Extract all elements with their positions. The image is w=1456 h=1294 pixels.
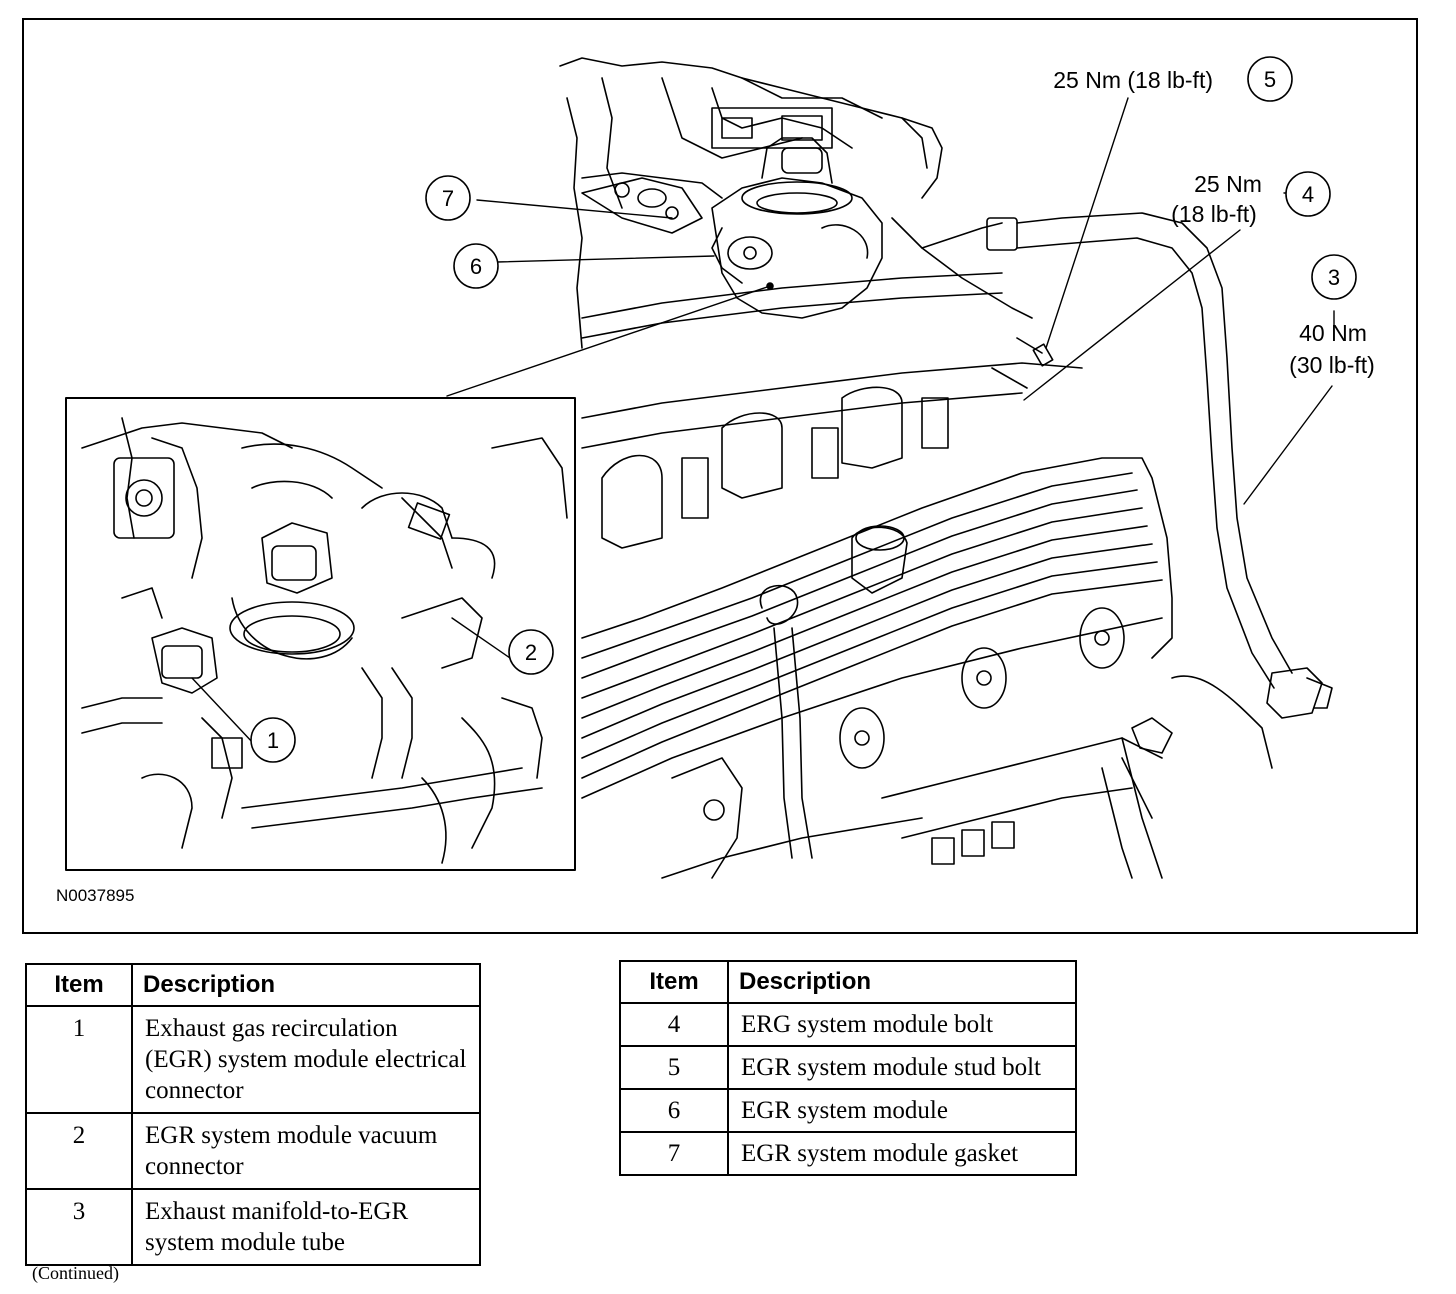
table-row: 5 EGR system module stud bolt <box>619 1045 1077 1090</box>
item-description: EGR system module stud bolt <box>727 1045 1077 1090</box>
leader-3 <box>1243 385 1333 505</box>
callout-3: 3 <box>1311 254 1357 300</box>
callout-5: 5 <box>1247 56 1293 102</box>
torque-label-3-line1: 40 Nm <box>1299 320 1367 346</box>
egr-engine-illustration: 7 6 5 4 3 2 1 25 Nm (18 lb-ft) 25 Nm (18… <box>65 56 1375 879</box>
leader-2 <box>451 617 511 659</box>
table-row: 1 Exhaust gas recirculation (EGR) system… <box>25 1005 481 1114</box>
header-description: Description <box>727 960 1077 1004</box>
item-table-right: Item Description 4 ERG system module bol… <box>619 960 1077 1176</box>
item-description: Exhaust manifold-to-EGR system module tu… <box>131 1188 481 1266</box>
leader-7 <box>476 199 673 219</box>
item-description: EGR system module vacuum connector <box>131 1112 481 1190</box>
figure-id: N0037895 <box>56 886 135 905</box>
table-row: 6 EGR system module <box>619 1088 1077 1133</box>
item-number: 3 <box>25 1188 133 1266</box>
engine-line-art <box>559 57 1333 879</box>
callout-4: 4 <box>1285 171 1331 217</box>
torque-label-5: 25 Nm (18 lb-ft) <box>1053 67 1213 93</box>
figure-frame <box>22 18 1418 934</box>
callout-1-number: 1 <box>267 728 279 753</box>
callout-6: 6 <box>453 243 499 289</box>
callout-2-number: 2 <box>525 640 537 665</box>
leader-6 <box>496 255 715 263</box>
item-number: 7 <box>619 1131 729 1176</box>
torque-label-4-line2: (18 lb-ft) <box>1171 201 1257 227</box>
callout-2: 2 <box>508 629 554 675</box>
header-item: Item <box>25 963 133 1007</box>
table-row: 7 EGR system module gasket <box>619 1131 1077 1176</box>
item-description: ERG system module bolt <box>727 1002 1077 1047</box>
table-row: 3 Exhaust manifold-to-EGR system module … <box>25 1188 481 1266</box>
header-item: Item <box>619 960 729 1004</box>
item-number: 1 <box>25 1005 133 1114</box>
item-description: Exhaust gas recirculation (EGR) system m… <box>131 1005 481 1114</box>
callout-7: 7 <box>425 175 471 221</box>
inset-detail <box>65 397 576 871</box>
callout-3-number: 3 <box>1328 265 1340 290</box>
leader-lines <box>191 97 1335 745</box>
item-number: 2 <box>25 1112 133 1190</box>
continued-note: (Continued) <box>32 1263 119 1283</box>
leader-1 <box>191 677 255 745</box>
callout-6-number: 6 <box>470 254 482 279</box>
torque-label-4-line1: 25 Nm <box>1194 171 1262 197</box>
table-header-row: Item Description <box>25 963 481 1007</box>
table-row: 2 EGR system module vacuum connector <box>25 1112 481 1190</box>
leader-4 <box>1023 229 1241 401</box>
inset-pointer-dot <box>766 282 774 290</box>
header-description: Description <box>131 963 481 1007</box>
item-number: 5 <box>619 1045 729 1090</box>
callout-1: 1 <box>250 717 296 763</box>
leader-5 <box>1045 97 1129 349</box>
inset-pointer-line <box>446 285 771 397</box>
callout-4-number: 4 <box>1302 182 1314 207</box>
torque-label-3-line2: (30 lb-ft) <box>1289 352 1375 378</box>
item-number: 4 <box>619 1002 729 1047</box>
item-number: 6 <box>619 1088 729 1133</box>
callout-5-number: 5 <box>1264 67 1276 92</box>
item-description: EGR system module gasket <box>727 1131 1077 1176</box>
table-row: 4 ERG system module bolt <box>619 1002 1077 1047</box>
table-header-row: Item Description <box>619 960 1077 1004</box>
item-description: EGR system module <box>727 1088 1077 1133</box>
callout-7-number: 7 <box>442 186 454 211</box>
item-table-left: Item Description 1 Exhaust gas recircula… <box>25 963 481 1266</box>
